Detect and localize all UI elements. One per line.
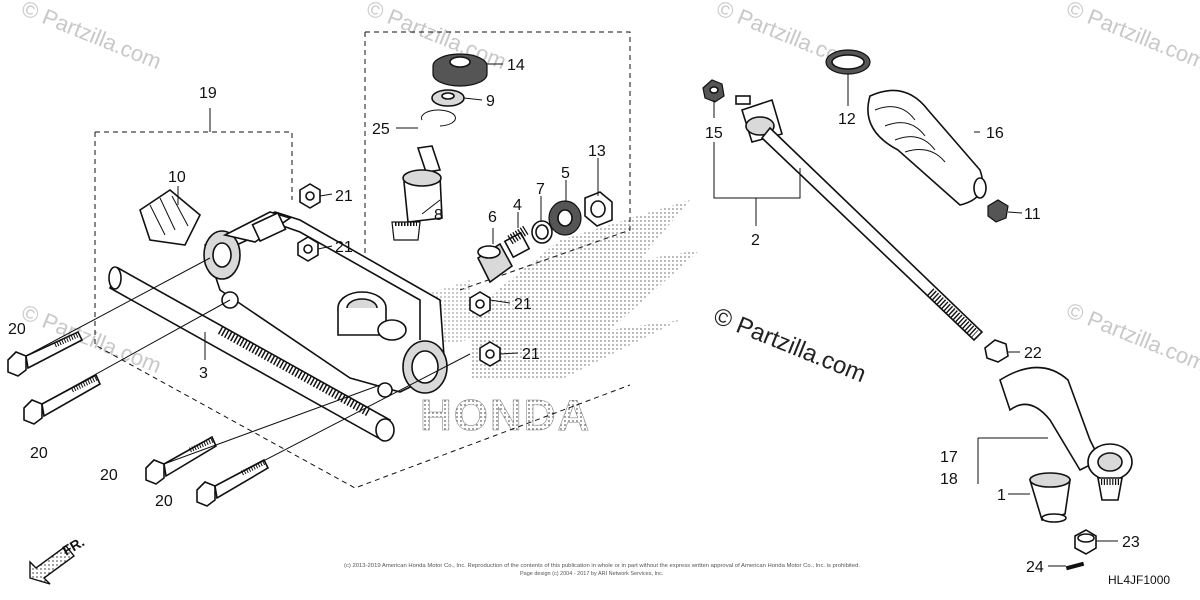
callout-9: 9	[486, 93, 495, 110]
callout-labels: 1 2 3 4 5 6 7 8 9 10 11 12 13 14 15 16 1…	[8, 57, 1140, 576]
callout-2: 2	[751, 232, 760, 249]
tie-rod-parts	[702, 79, 984, 342]
honda-wing-logo: HONDA	[410, 200, 700, 440]
watermark-text: © Partzilla.com	[710, 303, 870, 389]
callout-22: 22	[1024, 345, 1042, 362]
callout-21: 21	[522, 346, 540, 363]
leader-lines	[25, 63, 1118, 567]
footer: (c) 2013-2019 American Honda Motor Co., …	[344, 563, 1170, 587]
callout-17: 17	[940, 449, 958, 466]
callout-24: 24	[1026, 559, 1044, 576]
copyright-line: (c) 2013-2019 American Honda Motor Co., …	[344, 563, 860, 569]
callout-12: 12	[838, 111, 856, 128]
diagram-code: HL4JF1000	[1108, 573, 1170, 587]
callout-21: 21	[335, 239, 353, 256]
callout-20: 20	[8, 321, 26, 338]
rack-shaft	[108, 266, 395, 442]
callout-20: 20	[155, 493, 173, 510]
callout-25: 25	[372, 121, 390, 138]
callout-23: 23	[1122, 534, 1140, 551]
callout-20: 20	[30, 445, 48, 462]
rack-housing	[203, 211, 448, 398]
boot-parts	[825, 49, 1009, 223]
callout-1: 1	[997, 487, 1006, 504]
pinion-parts	[391, 53, 488, 241]
clamp-part	[139, 189, 201, 246]
tie-rod-end-parts	[984, 339, 1133, 571]
watermark-text: © Partzilla.com	[18, 299, 165, 378]
callout-13: 13	[588, 143, 606, 160]
callout-21: 21	[335, 188, 353, 205]
callout-19: 19	[199, 85, 217, 102]
assembly-outline-19	[94, 108, 631, 489]
callout-5: 5	[561, 165, 570, 182]
callout-10: 10	[168, 169, 186, 186]
callout-3: 3	[199, 365, 208, 382]
watermark-text: © Partzilla.com	[1063, 0, 1200, 74]
callout-7: 7	[536, 181, 545, 198]
copyright-line: Page design (c) 2004 - 2017 by ARI Netwo…	[520, 571, 664, 577]
callout-15: 15	[705, 125, 723, 142]
callout-4: 4	[513, 197, 522, 214]
nut-21-group	[297, 183, 501, 367]
callout-11: 11	[1024, 206, 1041, 223]
front-direction-arrow: FR.	[29, 533, 87, 585]
rack-guide-parts	[476, 191, 613, 284]
callout-20: 20	[100, 467, 118, 484]
callout-21: 21	[514, 296, 532, 313]
callout-16: 16	[986, 125, 1004, 142]
honda-text: HONDA	[420, 391, 591, 440]
callout-14: 14	[507, 57, 525, 74]
watermark-text: © Partzilla.com	[1063, 297, 1200, 376]
callout-6: 6	[488, 209, 497, 226]
bolt-20-group	[7, 330, 270, 507]
callout-18: 18	[940, 471, 958, 488]
callout-8: 8	[434, 207, 443, 224]
watermark-text: © Partzilla.com	[18, 0, 165, 74]
